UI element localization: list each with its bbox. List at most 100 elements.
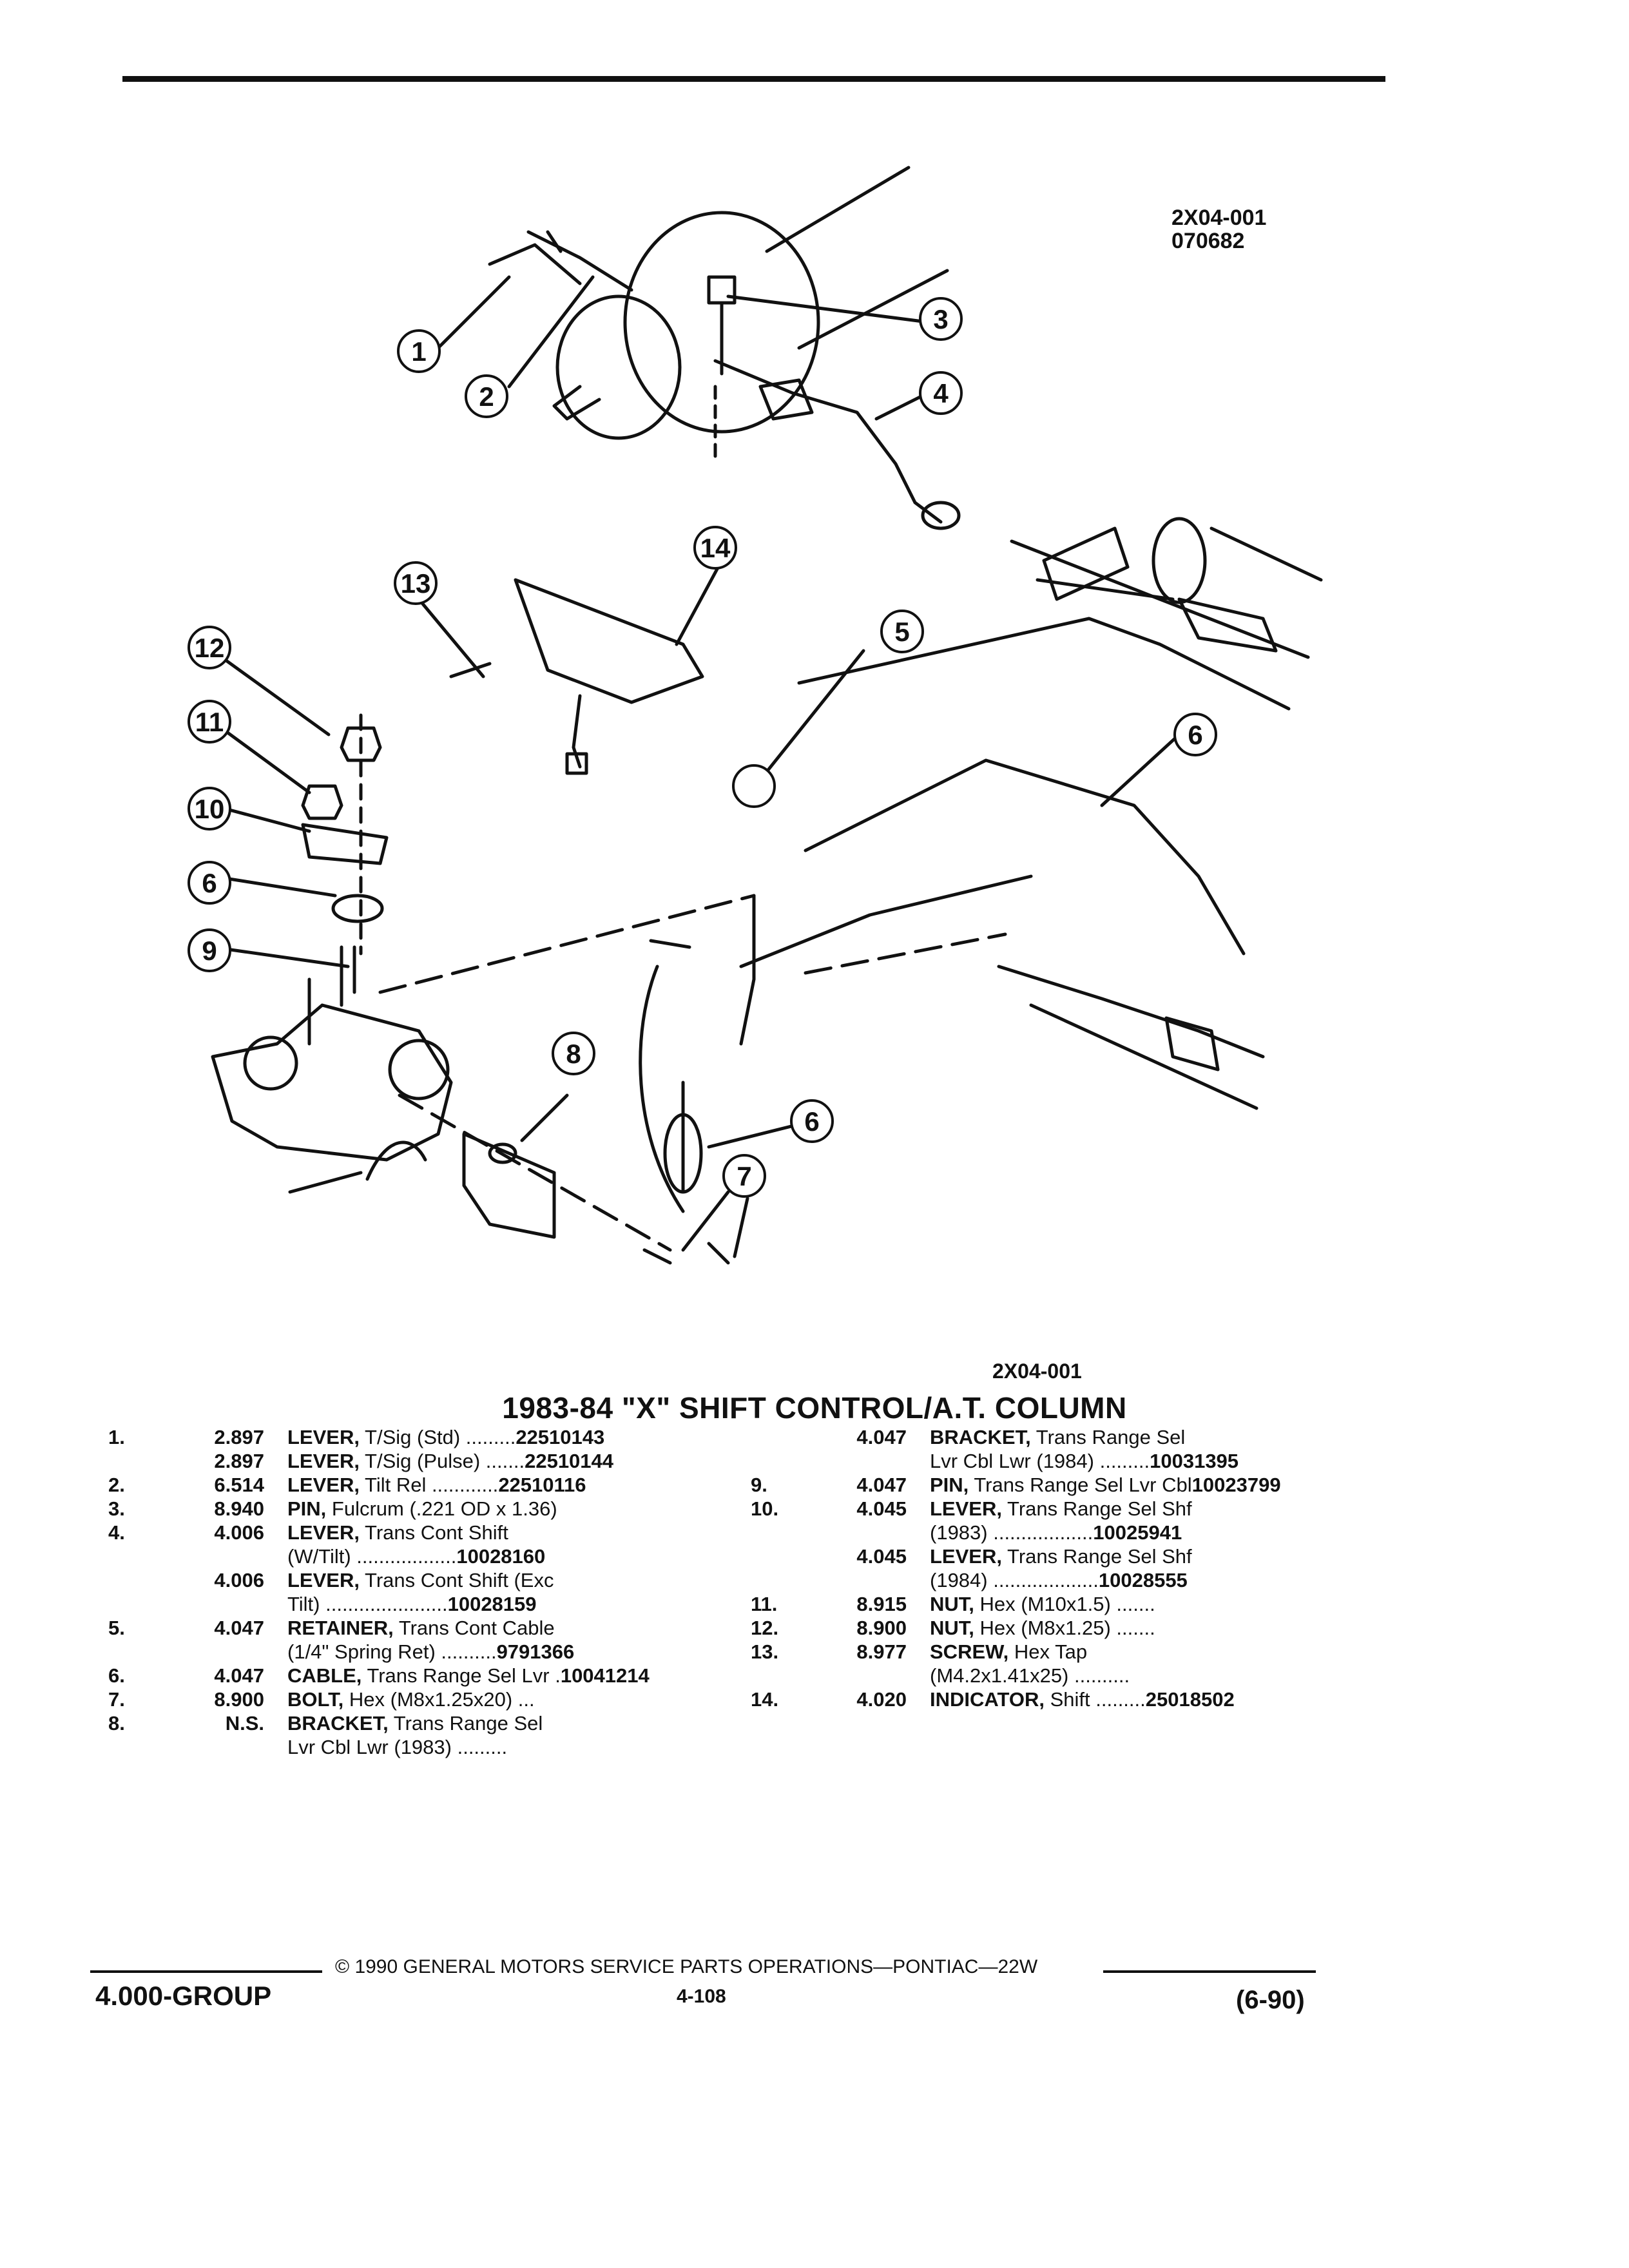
figure-code-id: 2X04-001 <box>1171 206 1267 230</box>
part-name: LEVER, <box>287 1521 360 1544</box>
item-number: 9. <box>751 1474 767 1496</box>
part-detail: Trans Cont Shift (Exc <box>365 1569 554 1591</box>
part-number: 10028160 <box>456 1545 546 1568</box>
part-description: LEVER, Trans Cont Shift (Exc <box>287 1568 701 1592</box>
item-number: 3. <box>108 1497 125 1520</box>
part-name: LEVER, <box>930 1545 1002 1568</box>
item-number <box>751 1664 810 1687</box>
item-number: 12. <box>751 1617 779 1639</box>
exploded-diagram: 1 2 3 4 5 6 7 8 9 10 11 12 13 14 6 6 <box>188 166 1323 1265</box>
part-description: SCREW, Hex Tap <box>930 1640 1369 1664</box>
part-description: Lvr Cbl Lwr (1984) .........10031395 <box>930 1449 1369 1473</box>
part-name: PIN, <box>287 1497 327 1520</box>
group-number: 2.897 <box>214 1426 264 1448</box>
item-number: 10. <box>751 1497 779 1520</box>
part-detail: Tilt) ...................... <box>287 1593 448 1615</box>
part-name: LEVER, <box>287 1474 360 1496</box>
item-number <box>108 1568 168 1592</box>
part-description: RETAINER, Trans Cont Cable <box>287 1616 701 1640</box>
part-number: 10028159 <box>447 1593 537 1615</box>
item-number <box>751 1449 810 1473</box>
part-description: Tilt) ......................10028159 <box>287 1592 701 1616</box>
item-number <box>108 1640 168 1664</box>
item-number: 14. <box>751 1688 779 1711</box>
part-description: Lvr Cbl Lwr (1983) ......... <box>287 1735 701 1759</box>
parts-list-row: 1. 2.897 LEVER, T/Sig (Std) .........22510… <box>108 1425 701 1449</box>
group-number: 8.900 <box>214 1688 264 1711</box>
part-name: NUT, <box>930 1617 974 1639</box>
part-name: LEVER, <box>287 1426 360 1448</box>
part-description: LEVER, Trans Range Sel Shf <box>930 1544 1369 1568</box>
group-number: 4.047 <box>856 1474 907 1496</box>
part-detail: Trans Cont Shift <box>365 1521 508 1544</box>
part-name: BOLT, <box>287 1688 344 1711</box>
group-number <box>810 1664 930 1687</box>
part-detail: Shift ......... <box>1050 1688 1146 1711</box>
part-number: 22510144 <box>525 1450 614 1472</box>
group-number: 4.006 <box>214 1521 264 1544</box>
part-detail: Trans Range Sel Lvr . <box>367 1664 561 1687</box>
part-name: RETAINER, <box>287 1617 394 1639</box>
group-number: 4.006 <box>214 1569 264 1591</box>
part-name: LEVER, <box>287 1569 360 1591</box>
part-detail: T/Sig (Std) ......... <box>365 1426 516 1448</box>
item-number: 5. <box>108 1617 125 1639</box>
part-description: (M4.2x1.41x25) .......... <box>930 1664 1369 1687</box>
part-number: 10023799 <box>1191 1474 1281 1496</box>
group-number <box>168 1640 287 1664</box>
parts-list-row: 4.006 LEVER, Trans Cont Shift (Exc <box>108 1568 701 1592</box>
callout-12: 12 <box>195 633 225 663</box>
top-rule <box>122 76 1385 82</box>
part-number: 9791366 <box>496 1640 575 1663</box>
group-number: N.S. <box>225 1712 264 1735</box>
callout-13: 13 <box>401 568 431 599</box>
group-number: 6.514 <box>214 1474 264 1496</box>
part-number: 22510116 <box>498 1474 586 1496</box>
parts-list-row: 4.047 BRACKET, Trans Range Sel <box>751 1425 1369 1449</box>
part-name: BRACKET, <box>930 1426 1031 1448</box>
group-number: 4.047 <box>856 1426 907 1448</box>
group-number <box>168 1592 287 1616</box>
group-number: 8.977 <box>856 1640 907 1663</box>
part-description: CABLE, Trans Range Sel Lvr .10041214 <box>287 1664 701 1687</box>
part-name: SCREW, <box>930 1640 1009 1663</box>
callout-2: 2 <box>479 381 494 412</box>
part-description: LEVER, T/Sig (Pulse) .......22510144 <box>287 1449 701 1473</box>
part-description: LEVER, T/Sig (Std) .........22510143 <box>287 1425 701 1449</box>
part-description: PIN, Trans Range Sel Lvr Cbl10023799 <box>930 1473 1369 1497</box>
part-description: LEVER, Tilt Rel ............22510116 <box>287 1473 701 1497</box>
item-number: 2. <box>108 1474 125 1496</box>
footer-copyright: © 1990 GENERAL MOTORS SERVICE PARTS OPER… <box>335 1956 1038 1977</box>
part-name: BRACKET, <box>287 1712 389 1735</box>
part-description: (1/4" Spring Ret) ..........9791366 <box>287 1640 701 1664</box>
callout-11: 11 <box>195 707 224 737</box>
part-description: (W/Tilt) ..................10028160 <box>287 1544 701 1568</box>
callout-6b: 6 <box>202 868 217 898</box>
item-number: 1. <box>108 1426 125 1448</box>
part-description: BOLT, Hex (M8x1.25x20) ... <box>287 1687 701 1711</box>
item-number <box>108 1735 168 1759</box>
part-number: 10041214 <box>560 1664 650 1687</box>
part-detail: Lvr Cbl Lwr (1984) ......... <box>930 1450 1150 1472</box>
part-description: INDICATOR, Shift .........25018502 <box>930 1687 1369 1711</box>
item-number <box>108 1449 168 1473</box>
group-number: 4.045 <box>856 1497 907 1520</box>
parts-list-row: Lvr Cbl Lwr (1984) .........10031395 <box>751 1449 1369 1473</box>
part-detail: Hex Tap <box>1014 1640 1088 1663</box>
part-description: (1983) ..................10025941 <box>930 1521 1369 1544</box>
parts-list-row: 2. 6.514 LEVER, Tilt Rel ............22510… <box>108 1473 701 1497</box>
parts-list-row: 9. 4.047 PIN, Trans Range Sel Lvr Cbl10023… <box>751 1473 1369 1497</box>
part-description: (1984) ...................10028555 <box>930 1568 1369 1592</box>
part-detail: Trans Range Sel <box>1036 1426 1186 1448</box>
group-number <box>810 1449 930 1473</box>
callout-14: 14 <box>700 533 731 563</box>
part-detail: Hex (M10x1.5) ....... <box>979 1593 1155 1615</box>
part-description: PIN, Fulcrum (.221 OD x 1.36) <box>287 1497 701 1521</box>
part-detail: (1983) .................. <box>930 1521 1094 1544</box>
